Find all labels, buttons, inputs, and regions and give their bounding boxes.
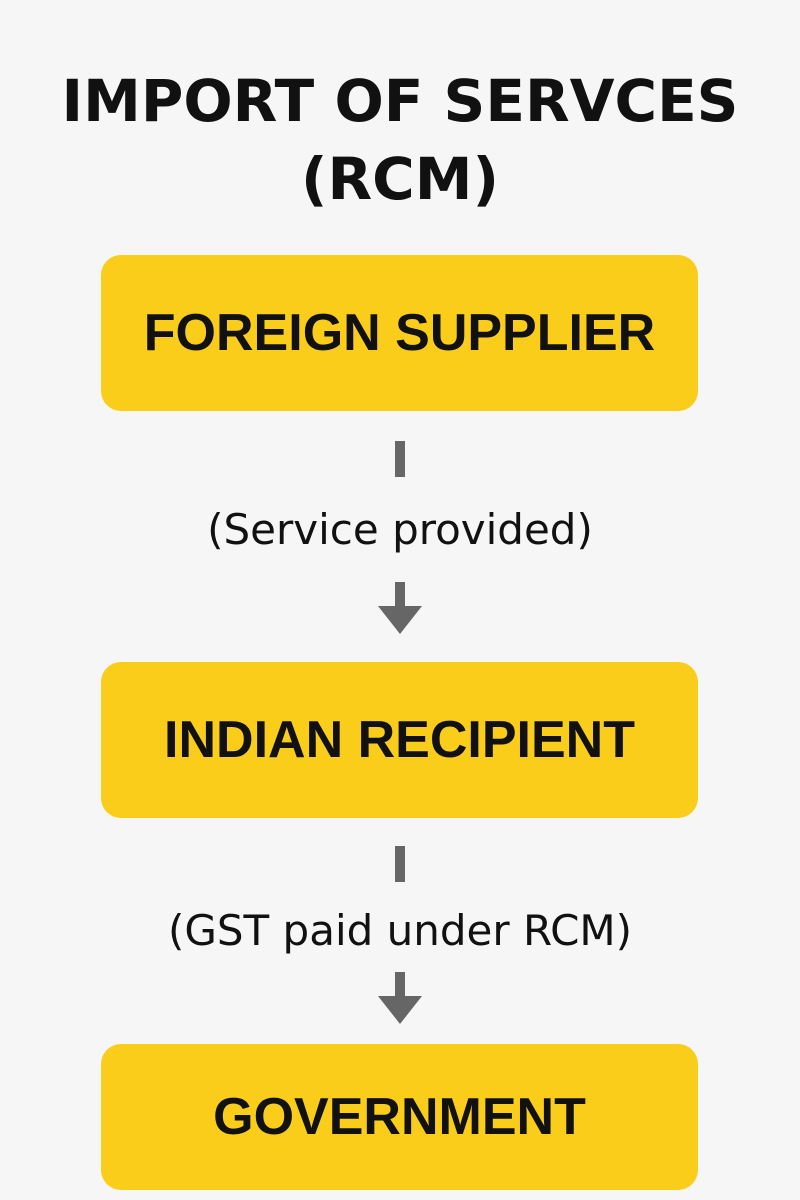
connector-line-1 (395, 441, 405, 477)
node-government: GOVERNMENT (101, 1044, 698, 1190)
connector-line-2 (395, 846, 405, 882)
node-foreign-supplier: FOREIGN SUPPLIER (101, 255, 698, 411)
diagram-title-line-1: IMPORT OF SERVCES (61, 67, 739, 135)
diagram-title: IMPORT OF SERVCES (RCM) (0, 62, 800, 218)
arrow-down-icon (378, 582, 422, 634)
node-indian-recipient: INDIAN RECIPIENT (101, 662, 698, 818)
diagram-title-line-2: (RCM) (301, 145, 499, 213)
arrow-down-icon (378, 972, 422, 1024)
edge-label-gst-paid-under-rcm: (GST paid under RCM) (167, 906, 633, 955)
edge-label-service-provided: (Service provided) (207, 505, 593, 554)
